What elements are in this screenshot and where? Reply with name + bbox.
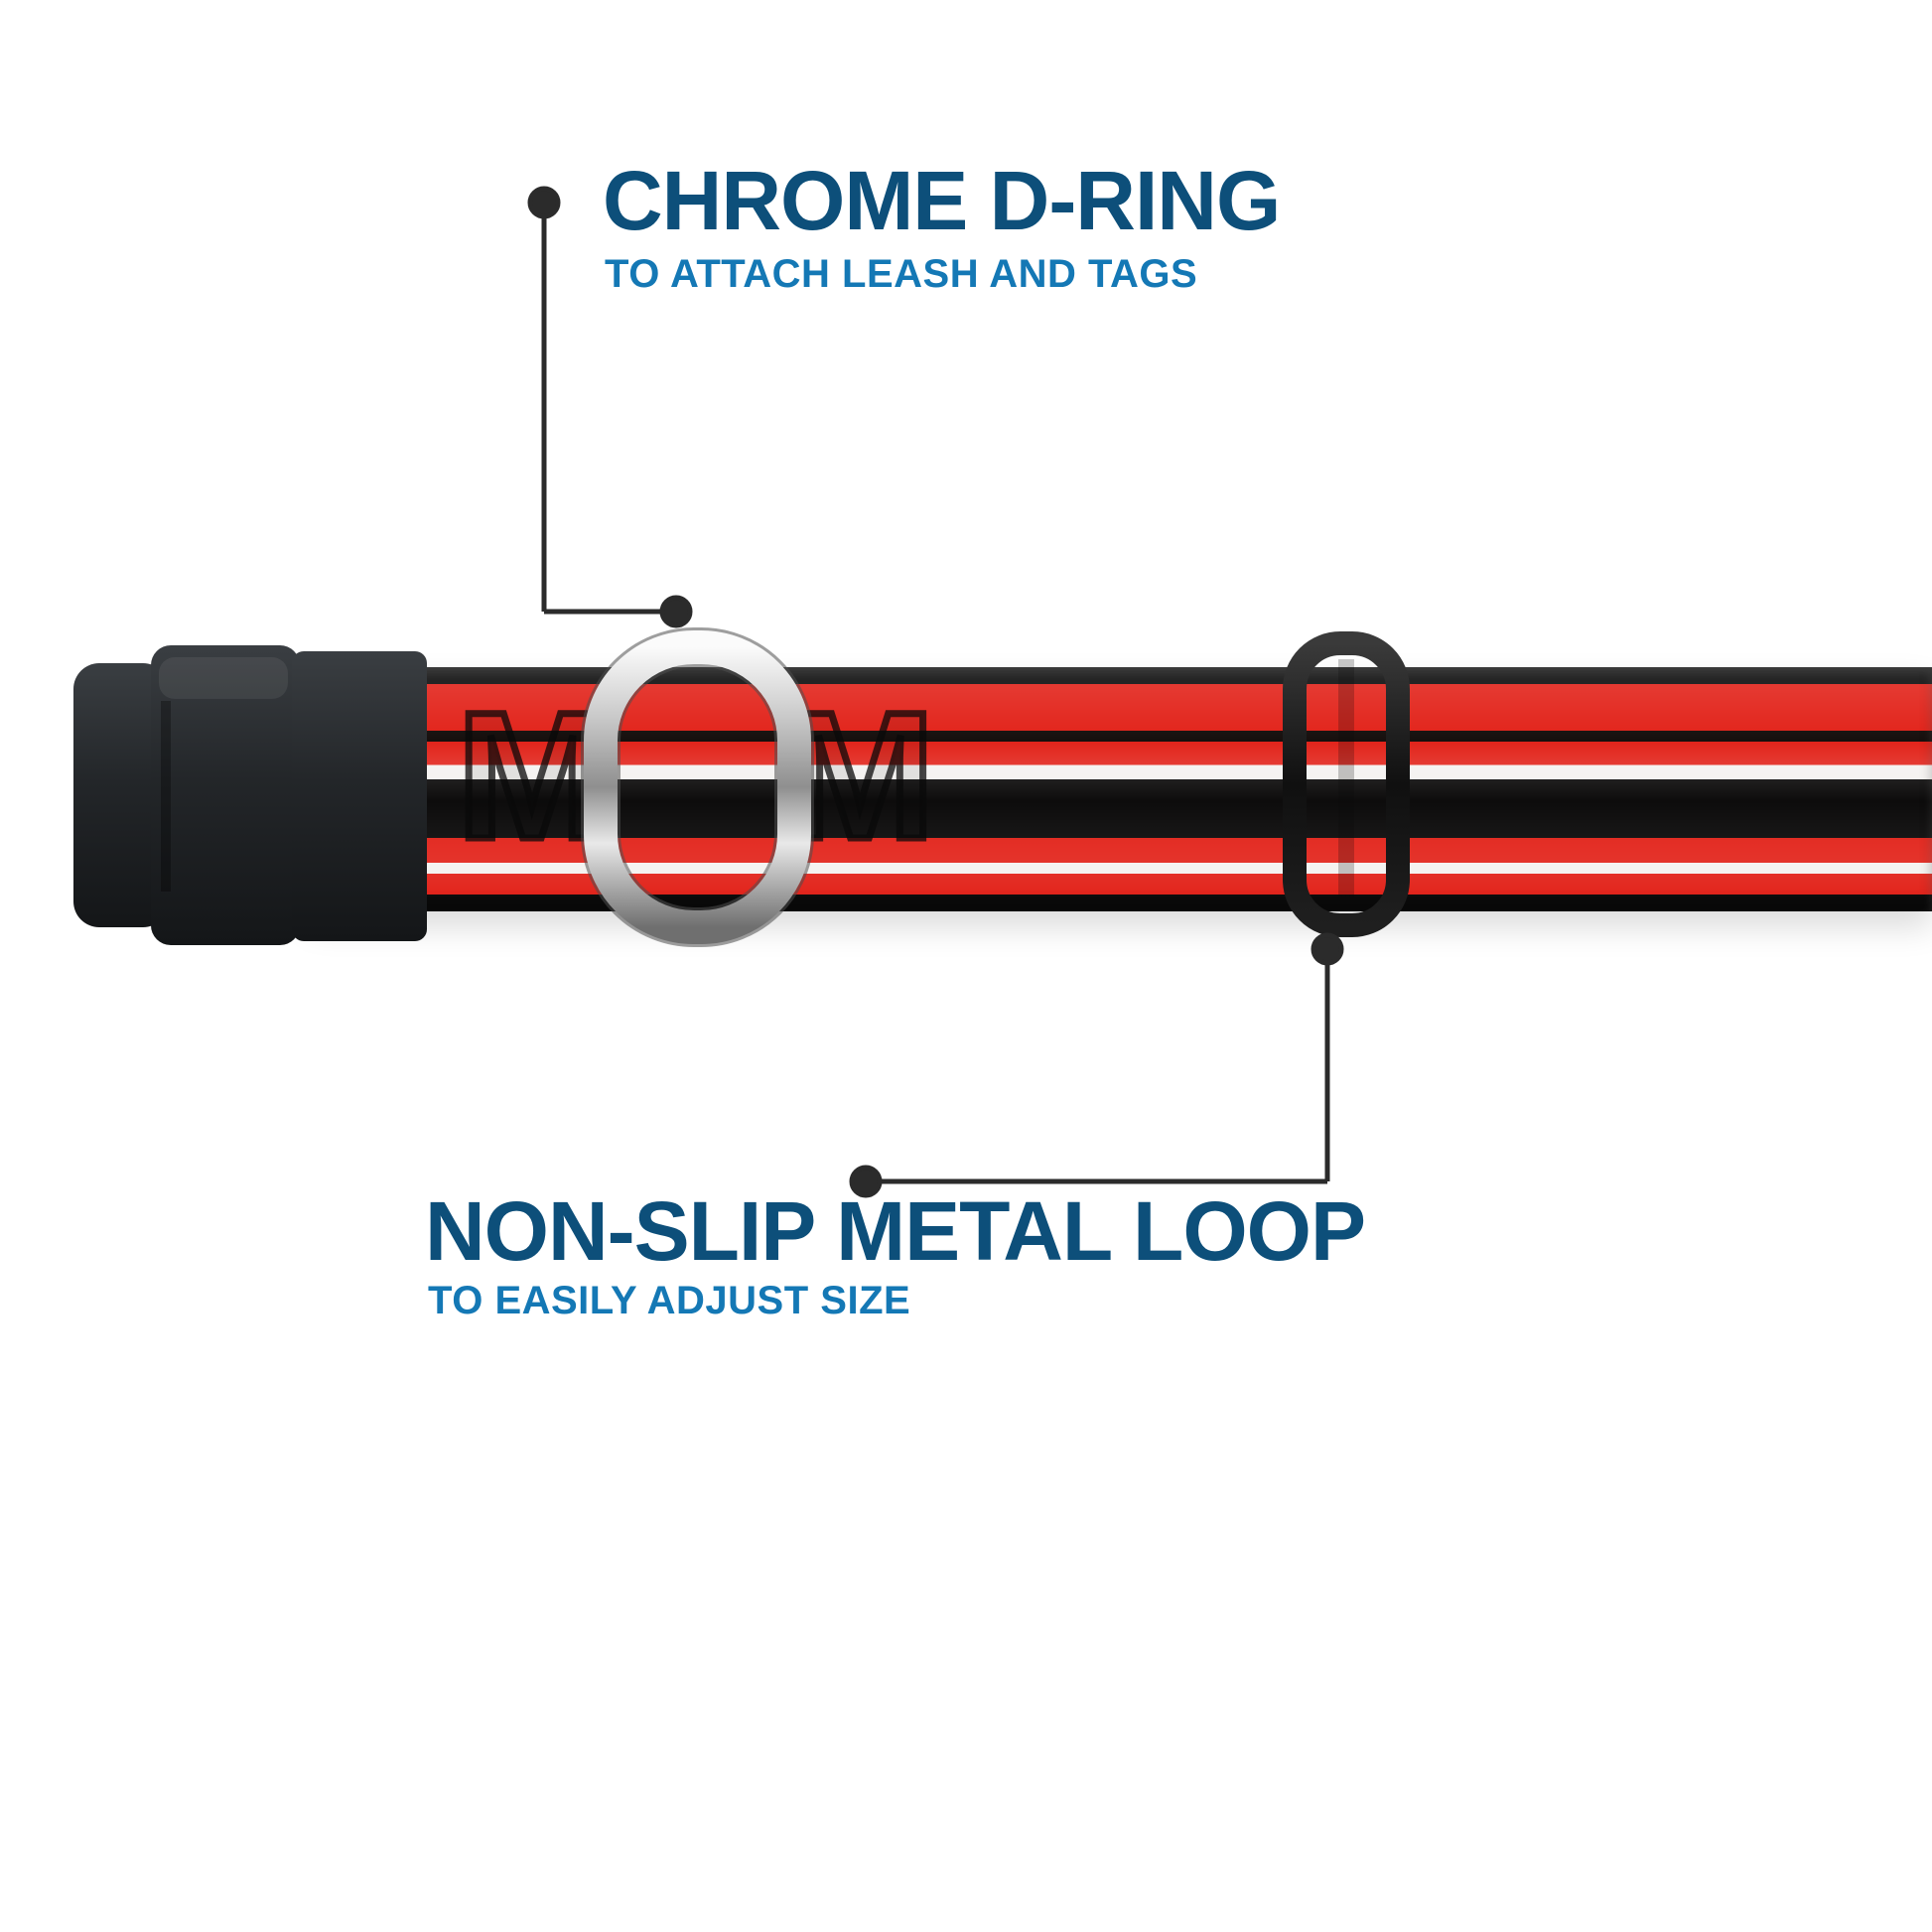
d-ring-callout-subtitle: TO ATTACH LEASH AND TAGS — [605, 252, 1198, 296]
buckle-housing — [292, 651, 427, 941]
buckle-seam — [161, 701, 171, 892]
buckle-tip — [73, 663, 169, 927]
connector-dot — [527, 186, 561, 219]
slider-frame — [1283, 631, 1410, 937]
buckle-highlight — [159, 657, 288, 699]
connector-dot — [659, 595, 693, 628]
metal-slider-loop — [1283, 631, 1410, 937]
metal-loop-callout-title: NON-SLIP METAL LOOP — [425, 1184, 1366, 1278]
metal-loop-callout-subtitle: TO EASILY ADJUST SIZE — [428, 1279, 911, 1322]
plastic-buckle — [73, 645, 427, 945]
d-ring-callout-title: CHROME D-RING — [603, 154, 1281, 247]
collar-strap: M M — [308, 667, 1932, 911]
buckle-body — [151, 645, 300, 945]
metal-loop-connector — [849, 932, 1344, 1198]
d-ring-metal — [584, 630, 811, 944]
chrome-d-ring — [581, 627, 814, 947]
